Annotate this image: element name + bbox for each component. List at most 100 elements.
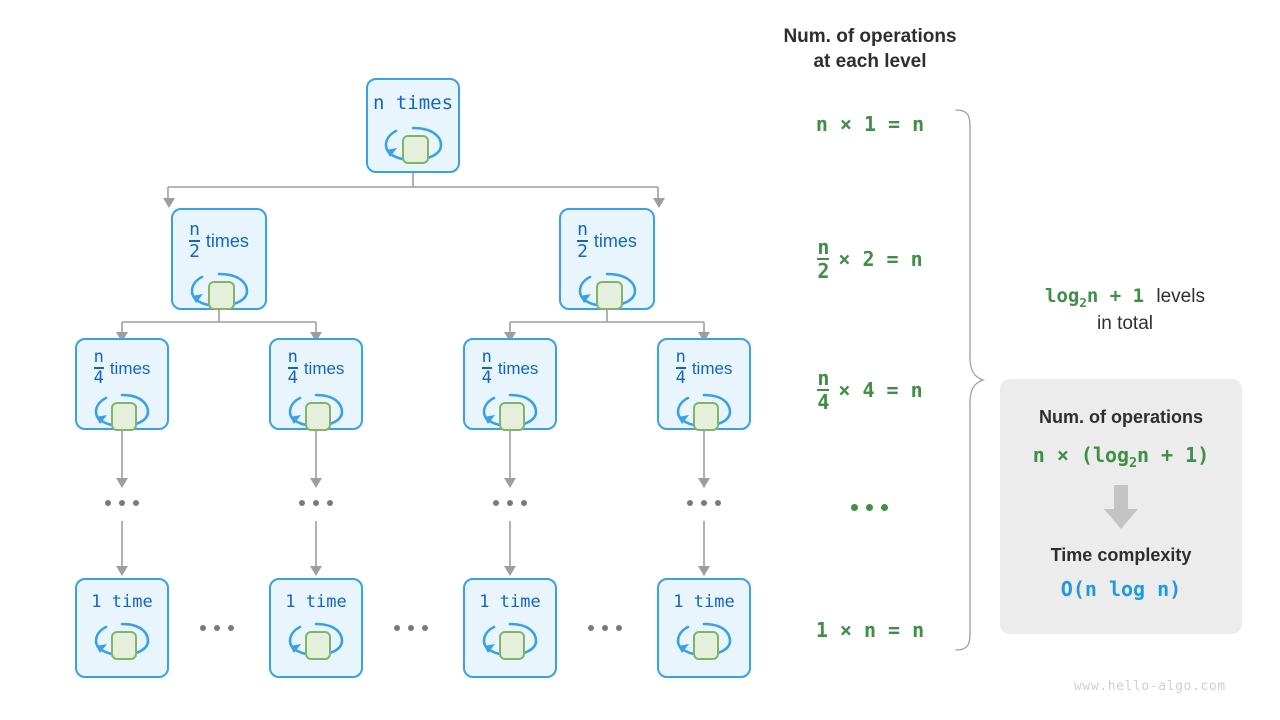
horizontal-ellipsis-2	[588, 625, 622, 631]
loop-arrow-icon	[92, 391, 152, 431]
operation-box	[208, 281, 235, 310]
levels-formula: log2n + 1	[1045, 285, 1145, 310]
operation-box	[402, 135, 429, 164]
vertical-ellipsis-2	[493, 500, 527, 506]
operation-box	[111, 631, 137, 660]
watermark: www.hello-algo.com	[1074, 679, 1226, 694]
levels-formula-rest: n + 1	[1086, 285, 1145, 307]
operations-row-text: n × 1 = n	[815, 112, 925, 136]
fraction-numerator: n	[577, 219, 588, 240]
fraction-denominator: 2	[577, 240, 588, 262]
levels-line-2: in total	[1097, 313, 1153, 335]
operation-box	[693, 631, 719, 660]
tree-node-level4-2[interactable]: 1 time	[463, 578, 557, 678]
operation-box	[111, 402, 137, 431]
operations-row-5: 1 × n = n	[790, 618, 950, 642]
levels-in-total-note: log2n + 1 levels in total	[1000, 283, 1250, 338]
tree-node-label: times	[691, 358, 733, 378]
tree-node-level2-2[interactable]: n 4 times	[463, 338, 557, 431]
operations-row-text: × 4 = n	[838, 378, 923, 402]
operations-row-text: × 2 = n	[838, 247, 923, 271]
fraction-denominator: 4	[481, 367, 492, 388]
levels-line-1: log2n + 1 levels	[1000, 283, 1250, 311]
fraction-n-over-4: n 4	[675, 349, 686, 388]
operation-box	[596, 281, 623, 310]
loop-arrow-icon	[381, 123, 445, 164]
loop-arrow-icon	[674, 391, 734, 431]
vertical-ellipsis-0	[105, 500, 139, 506]
tree-node-level2-1[interactable]: n 4 times	[269, 338, 363, 431]
operation-box	[305, 631, 331, 660]
tree-node-level1-1[interactable]: n 2 times	[559, 208, 655, 310]
tree-node-label: times	[205, 231, 249, 251]
loop-arrow-icon	[674, 620, 734, 660]
vertical-ellipsis-3	[687, 500, 721, 506]
fraction-denominator: 4	[287, 367, 298, 388]
tree-node-label: 1 time	[91, 592, 153, 612]
tree-node-label: times	[593, 231, 637, 251]
operations-row-text: 1 × n = n	[815, 618, 925, 642]
operations-row-2: n 2 × 2 = n	[790, 237, 950, 281]
operations-row-1: n × 1 = n	[790, 112, 950, 136]
tree-node-label: n times	[372, 92, 454, 114]
fraction-numerator: n	[189, 219, 200, 240]
vertical-ellipsis-1	[299, 500, 333, 506]
levels-label: levels	[1156, 286, 1205, 307]
operations-row-3: n 4 × 4 = n	[790, 368, 950, 412]
fraction-numerator: n	[817, 235, 830, 259]
tree-node-level4-3[interactable]: 1 time	[657, 578, 751, 678]
tree-node-label: 1 time	[673, 592, 735, 612]
operation-box	[499, 631, 525, 660]
fraction-numerator: n	[93, 347, 104, 367]
loop-arrow-icon	[92, 620, 152, 660]
complexity-value: O(n log n)	[1060, 577, 1182, 601]
fraction-n-over-2: n 2	[817, 235, 830, 283]
tree-node-label: times	[497, 358, 539, 378]
fraction-denominator: 2	[817, 258, 830, 283]
levels-brace	[955, 109, 986, 651]
tree-node-level2-0[interactable]: n 4 times	[75, 338, 169, 431]
fraction-n-over-4: n 4	[287, 347, 298, 388]
operations-column-header: Num. of operations at each level	[783, 26, 957, 73]
fraction-n-over-4: n 4	[481, 347, 492, 388]
summary-card: Num. of operations n × (log2n + 1) Time …	[1000, 379, 1242, 634]
loop-arrow-icon	[575, 269, 639, 310]
fraction-numerator: n	[287, 347, 298, 367]
operations-formula-post: n + 1)	[1137, 443, 1210, 467]
fraction-n-over-2: n 2	[577, 221, 588, 261]
operations-formula-subscript: 2	[1129, 456, 1138, 471]
levels-formula-base: log	[1045, 285, 1080, 307]
tree-node-label: times	[109, 358, 151, 378]
tree-node-level4-1[interactable]: 1 time	[269, 578, 363, 678]
fraction-n-over-2: n 2	[189, 221, 200, 261]
fraction-n-over-4: n 4	[93, 347, 104, 388]
loop-arrow-icon	[480, 620, 540, 660]
fraction-denominator: 2	[189, 240, 200, 262]
fraction-numerator: n	[817, 366, 830, 390]
operations-formula-pre: n × (log	[1032, 443, 1130, 467]
operations-formula: n × (log2n + 1)	[1033, 443, 1210, 471]
fraction-numerator: n	[481, 347, 492, 367]
down-arrow-icon	[1104, 485, 1138, 529]
fraction-denominator: 4	[93, 367, 104, 388]
operation-box	[499, 402, 525, 431]
complexity-title: Time complexity	[1050, 545, 1192, 565]
tree-node-level4-0[interactable]: 1 time	[75, 578, 169, 678]
loop-arrow-icon	[480, 391, 540, 431]
fraction-n-over-4: n 4	[817, 366, 830, 414]
tree-node-label: times	[303, 358, 345, 378]
fraction-denominator: 4	[817, 389, 830, 414]
fraction-denominator: 4	[675, 367, 686, 388]
loop-arrow-icon	[286, 391, 346, 431]
operation-box	[693, 402, 719, 431]
loop-arrow-icon	[187, 269, 251, 310]
levels-formula-subscript: 2	[1079, 294, 1087, 310]
operation-box	[305, 402, 331, 431]
tree-node-label: 1 time	[479, 592, 541, 612]
loop-arrow-icon	[286, 620, 346, 660]
tree-node-level1-0[interactable]: n 2 times	[171, 208, 267, 310]
tree-node-level0-0[interactable]: n times	[366, 78, 460, 173]
tree-node-level2-3[interactable]: n 4 times	[657, 338, 751, 431]
